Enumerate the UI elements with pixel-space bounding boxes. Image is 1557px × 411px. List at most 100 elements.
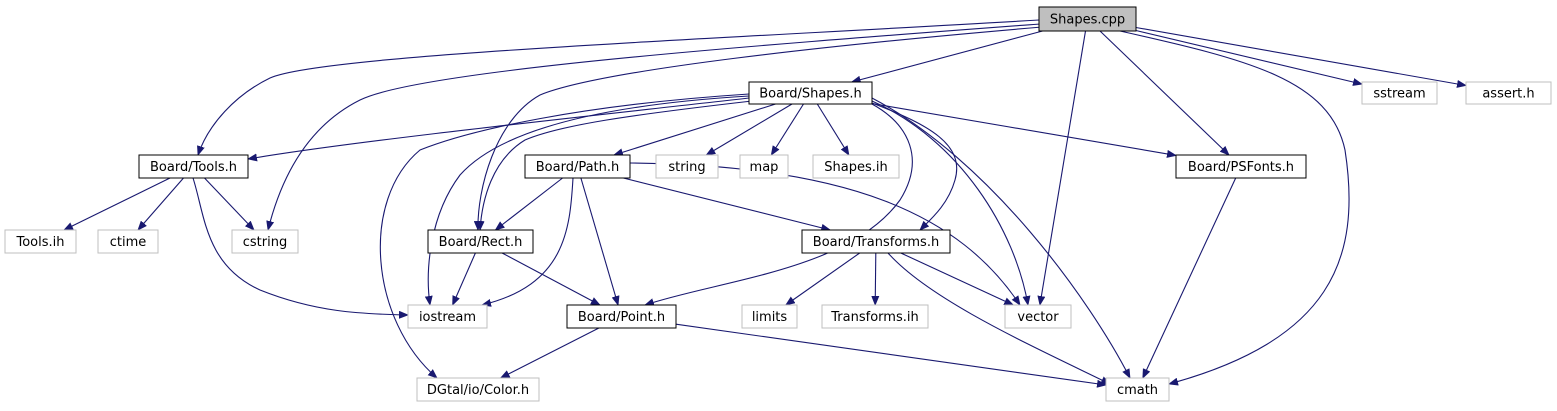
node-box [1004, 304, 1072, 329]
edge-board-shapes-h-to-board-tools-h [247, 97, 750, 162]
node-label: cmath [1117, 383, 1158, 398]
node-box [416, 377, 540, 402]
node-board-shapes-h[interactable]: Board/Shapes.h [748, 81, 873, 105]
node-box [739, 154, 789, 179]
node-vector: vector [1004, 304, 1072, 329]
edge-shapes-cpp-to-assert-h [1135, 26, 1467, 88]
edge-shapes-cpp-to-board-shapes-h [850, 30, 1043, 84]
node-box [566, 304, 677, 329]
node-box [1175, 154, 1307, 179]
edge-board-shapes-h-to-shapes-ih [816, 103, 850, 156]
edge-board-shapes-h-to-map [770, 103, 804, 156]
edge-board-rect-h-to-board-point-h [501, 252, 601, 306]
node-label: Board/Path.h [536, 160, 620, 175]
node-tools-ih: Tools.ih [4, 229, 77, 254]
edge-board-tools-h-to-tools-ih [63, 177, 171, 231]
node-dgtal-color-h: DGtal/io/Color.h [416, 377, 540, 402]
edges-layer [63, 19, 1467, 388]
edge-board-path-h-to-board-transforms-h [623, 177, 832, 232]
edge-shapes-cpp-to-cstring [266, 23, 1041, 231]
edge-board-shapes-h-to-iostream [424, 95, 750, 306]
node-box [1465, 81, 1552, 105]
edge-board-transforms-h-to-cmath [887, 252, 1111, 385]
node-box [524, 154, 631, 179]
edge-shapes-cpp-to-sstream [1135, 29, 1363, 86]
node-label: string [668, 160, 705, 175]
node-cstring: cstring [231, 229, 299, 254]
node-box [427, 229, 534, 254]
node-transforms-ih: Transforms.ih [821, 304, 929, 329]
edge-board-tools-h-to-cstring [204, 177, 255, 231]
edge-board-transforms-h-to-vector [900, 252, 1015, 306]
node-sstream: sstream [1361, 81, 1438, 105]
node-board-psfonts-h[interactable]: Board/PSFonts.h [1175, 154, 1307, 179]
edge-shapes-cpp-to-board-tools-h [197, 19, 1040, 156]
node-label: limits [752, 310, 788, 325]
edge-board-shapes-h-to-board-transforms-h [871, 102, 958, 231]
node-ctime: ctime [97, 229, 159, 254]
node-label: Board/Tools.h [150, 160, 237, 175]
node-label: assert.h [1482, 87, 1534, 102]
edge-board-shapes-h-to-dgtal-color-h [379, 93, 750, 379]
node-label: Board/Shapes.h [759, 87, 861, 102]
node-label: Shapes.cpp [1050, 13, 1125, 28]
edge-board-psfonts-h-to-cmath [1142, 177, 1237, 379]
edge-board-transforms-h-to-limits [784, 252, 861, 306]
edge-board-path-h-to-board-point-h [580, 177, 620, 306]
node-iostream: iostream [407, 304, 488, 329]
node-label: ctime [110, 235, 147, 250]
node-box [97, 229, 159, 254]
node-board-point-h[interactable]: Board/Point.h [566, 304, 677, 329]
node-box [821, 304, 929, 329]
node-label: cstring [243, 235, 287, 250]
node-label: iostream [419, 310, 476, 325]
edge-board-shapes-h-to-vector [871, 100, 1031, 306]
node-label: map [750, 160, 779, 175]
node-board-rect-h[interactable]: Board/Rect.h [427, 229, 534, 254]
node-label: sstream [1373, 87, 1425, 102]
edge-shapes-cpp-to-cmath [1119, 30, 1350, 386]
node-shapes-cpp[interactable]: Shapes.cpp [1038, 6, 1137, 32]
node-box [231, 229, 299, 254]
edge-board-tools-h-to-ctime [137, 177, 184, 231]
node-label: Tools.ih [15, 235, 64, 250]
edge-board-shapes-h-to-board-path-h [613, 103, 776, 157]
node-board-tools-h[interactable]: Board/Tools.h [138, 154, 249, 179]
node-label: vector [1017, 310, 1059, 325]
edge-board-path-h-to-iostream [481, 177, 574, 307]
node-box [407, 304, 488, 329]
edge-board-rect-h-to-iostream [452, 252, 476, 306]
edge-shapes-cpp-to-vector [1037, 30, 1087, 306]
node-box [1038, 6, 1137, 32]
node-board-transforms-h[interactable]: Board/Transforms.h [801, 229, 951, 254]
edge-board-point-h-to-dgtal-color-h [499, 327, 600, 379]
edge-board-shapes-h-to-string [705, 103, 793, 156]
node-limits: limits [741, 304, 798, 329]
node-shapes-ih: Shapes.ih [812, 154, 900, 179]
node-map: map [739, 154, 789, 179]
node-label: Board/Rect.h [439, 235, 523, 250]
node-label: Shapes.ih [824, 160, 887, 175]
node-label: Board/Transforms.h [813, 235, 939, 250]
node-box [741, 304, 798, 329]
node-label: DGtal/io/Color.h [427, 383, 529, 398]
edge-board-transforms-h-to-transforms-ih [871, 252, 880, 306]
edge-board-shapes-h-to-board-psfonts-h [871, 102, 1177, 158]
node-box [748, 81, 873, 105]
edge-board-tools-h-to-iostream [192, 177, 409, 319]
node-box [812, 154, 900, 179]
edge-shapes-cpp-to-board-rect-h [473, 26, 1043, 231]
node-box [4, 229, 77, 254]
node-label: Board/Point.h [578, 310, 665, 325]
edge-board-path-h-to-board-rect-h [494, 177, 563, 231]
node-label: Board/PSFonts.h [1188, 160, 1294, 175]
node-board-path-h[interactable]: Board/Path.h [524, 154, 631, 179]
node-box [1361, 81, 1438, 105]
node-string: string [655, 154, 719, 179]
edge-board-shapes-h-to-board-rect-h [476, 100, 753, 231]
node-label: Transforms.ih [830, 310, 918, 325]
edge-board-shapes-h-to-cmath [871, 97, 1131, 379]
node-box [801, 229, 951, 254]
node-cmath: cmath [1105, 377, 1170, 402]
